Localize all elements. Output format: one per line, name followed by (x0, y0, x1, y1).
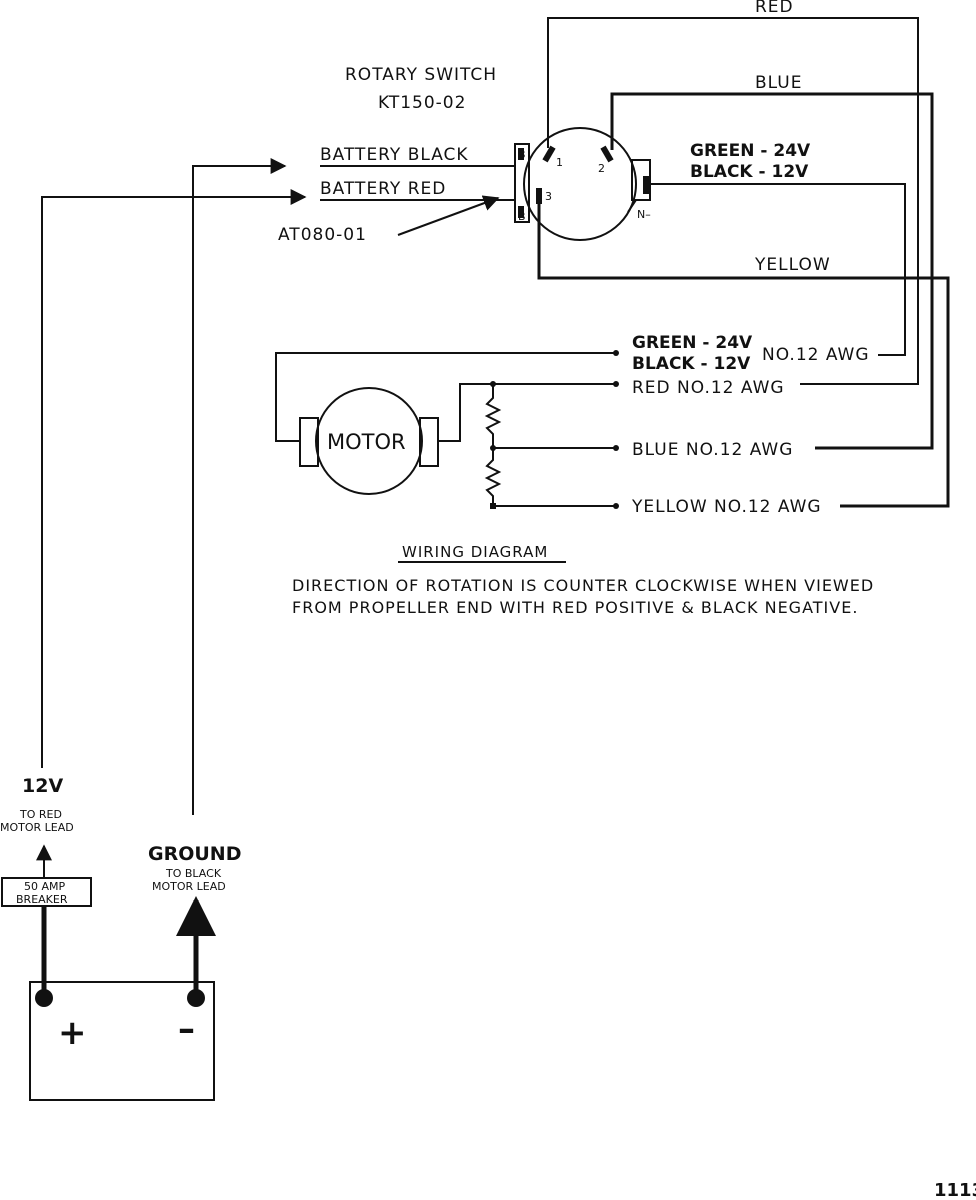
green-24v-label: GREEN - 24V (690, 141, 811, 161)
ground-feed-wire (192, 158, 287, 815)
terminal-n-label: N– (637, 208, 651, 221)
terminal-2-label: 2 (598, 162, 605, 175)
12v-label: 12V (22, 775, 63, 797)
breaker-line2: BREAKER (16, 893, 68, 906)
black-12v-label: BLACK - 12V (690, 162, 809, 182)
to-black-line1: TO BLACK (165, 867, 222, 880)
switch-n-terminal (643, 176, 649, 194)
motor-assembly: MOTOR GREEN - 24V BLACK - 12V NO.12 AWG … (275, 333, 870, 517)
rotation-note-line1: DIRECTION OF ROTATION IS COUNTER CLOCKWI… (292, 576, 874, 595)
yellow-wire (537, 204, 950, 508)
battery-red-label: BATTERY RED (320, 179, 446, 199)
plus-sign: + (58, 1013, 87, 1053)
yellow-wire-label: YELLOW (754, 255, 831, 275)
switch-contact-2 (600, 145, 614, 163)
negative-terminal (187, 989, 205, 1007)
minus-sign: – (178, 1009, 195, 1049)
switch-left-terminal-block (514, 143, 530, 223)
motor-green-gauge-label: NO.12 AWG (762, 345, 870, 365)
switch-contact-3 (536, 188, 542, 204)
wiring-diagram-heading: WIRING DIAGRAM (402, 543, 548, 561)
switch-contact-1 (542, 145, 556, 163)
to-red-line1: TO RED (19, 808, 62, 821)
breaker-line1: 50 AMP (24, 880, 66, 893)
switch-title: ROTARY SWITCH (345, 65, 497, 85)
terminal-1-label: 1 (556, 156, 563, 169)
terminal-b-bottom-label: B (518, 210, 526, 223)
motor-red-lead-label: RED NO.12 AWG (632, 378, 785, 398)
switch-right-terminal-block (631, 159, 651, 201)
red-wire-label: RED (755, 0, 794, 17)
motor-label: MOTOR (327, 430, 406, 454)
rotation-note-line2: FROM PROPELLER END WITH RED POSITIVE & B… (292, 598, 858, 617)
terminal-3-label: 3 (545, 190, 552, 203)
battery-box (29, 981, 215, 1101)
part-leader (397, 195, 500, 236)
switch-body (523, 127, 637, 241)
motor-green-lead (275, 352, 615, 442)
rotary-switch: ROTARY SWITCH KT150-02 1 2 3 B B N– AT08… (278, 65, 651, 245)
switch-output-wires: RED BLUE GREEN - 24V BLACK - 12V YELLOW (537, 0, 950, 508)
green-black-wire (650, 183, 906, 356)
battery-leads: BATTERY BLACK BATTERY RED (41, 145, 515, 815)
page-number: 1113 (934, 1180, 976, 1200)
to-red-line2: MOTOR LEAD (0, 821, 74, 834)
motor-field-lead (438, 383, 615, 442)
red-wire (547, 17, 919, 385)
part-label: AT080-01 (278, 225, 367, 245)
motor-blue-lead-label: BLUE NO.12 AWG (632, 440, 793, 460)
motor-green-24v-label: GREEN - 24V (632, 333, 753, 353)
blue-wire-label: BLUE (755, 73, 802, 93)
resistor-1 (484, 384, 502, 448)
to-black-line2: MOTOR LEAD (152, 880, 226, 893)
blue-wire (610, 92, 934, 450)
diagram-notes: WIRING DIAGRAM DIRECTION OF ROTATION IS … (292, 543, 874, 617)
battery-section: 12V TO RED MOTOR LEAD 50 AMP BREAKER GRO… (0, 775, 241, 1101)
battery-black-label: BATTERY BLACK (320, 145, 469, 165)
motor-yellow-lead-label: YELLOW NO.12 AWG (631, 497, 822, 517)
terminal-b-top-label: B (518, 148, 526, 161)
resistor-2 (484, 448, 502, 506)
12v-feed-wire (41, 189, 307, 768)
motor-body (315, 387, 423, 495)
motor-black-12v-label: BLACK - 12V (632, 354, 751, 374)
positive-terminal (35, 989, 53, 1007)
switch-model: KT150-02 (378, 93, 466, 113)
ground-label: GROUND (148, 843, 241, 865)
